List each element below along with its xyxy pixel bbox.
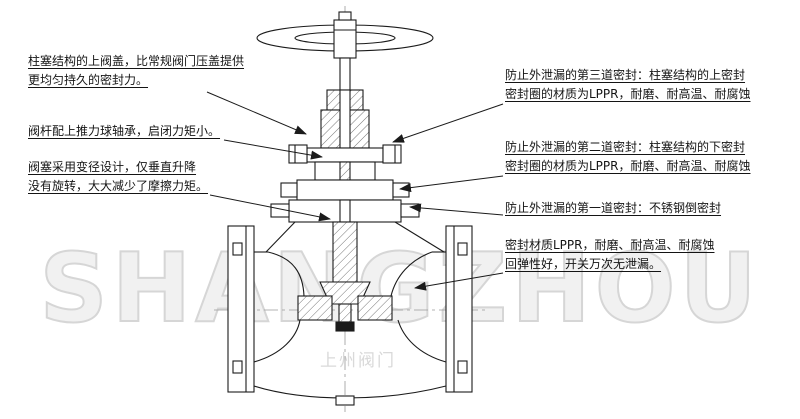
flange-right [445,225,473,393]
flange-left [227,225,255,393]
leader-right-4 [414,272,504,291]
watermark-subtext: 上州阀门 [320,351,396,371]
callout-second-seal: 防止外泄漏的第二道密封：柱塞结构的下密封 密封圈的材质为LPPR，耐磨、耐高温、… [505,140,751,174]
leader-lines [206,91,504,291]
bonnet-assembly [265,89,445,253]
valve-drawing [227,11,473,406]
leader-right-2 [399,175,504,193]
valve-stem [339,57,351,93]
callout-seal-material: 密封材质LPPR，耐磨、耐高温、耐腐蚀 回弹性好，开关万次无泄漏。 [505,238,715,272]
leader-left-2 [223,139,323,160]
callout-upper-bonnet: 柱塞结构的上阀盖，比常规阀门压盖提供 更均匀持久的密封力。 [28,54,245,88]
callout-plug-design: 阀塞采用变径设计，仅垂直升降 没有旋转，大大减少了摩擦力矩。 [28,160,209,194]
leader-left-1 [206,91,307,135]
callout-first-seal: 防止外泄漏的第一道密封：不锈钢倒密封 [505,201,722,215]
leader-right-1 [392,103,504,143]
handwheel [256,11,434,59]
callout-thrust-bearing: 阀杆配上推力球轴承，启闭力矩小。 [28,124,221,138]
callout-third-seal: 防止外泄漏的第三道密封：柱塞结构的上密封 密封圈的材质为LPPR，耐磨、耐高温、… [505,68,751,102]
leader-left-3 [209,194,331,222]
leader-right-3 [409,203,504,216]
valve-body [253,251,447,406]
